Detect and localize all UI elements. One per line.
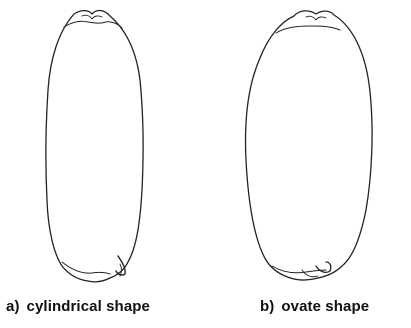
cylindrical-top-inner (82, 15, 102, 19)
ovate-shell-outline (246, 11, 373, 280)
caption-cylindrical: a) cylindrical shape (6, 298, 150, 315)
caption-marker: a) (6, 298, 20, 315)
cylindrical-shell-drawing (0, 0, 206, 300)
panel-ovate: b) ovate shape (206, 0, 411, 328)
caption-label: cylindrical shape (27, 298, 150, 315)
ovate-shell-drawing (206, 0, 411, 300)
cylindrical-top-detail (64, 21, 122, 28)
caption-ovate: b) ovate shape (260, 298, 369, 315)
ovate-top-detail (276, 26, 340, 33)
caption-label: ovate shape (281, 298, 369, 315)
cylindrical-shell-outline (46, 10, 143, 281)
caption-marker: b) (260, 298, 274, 315)
panel-cylindrical: a) cylindrical shape (0, 0, 206, 328)
ovate-top-inner (306, 16, 326, 20)
ovate-bottom-detail (272, 266, 326, 273)
cylindrical-bottom-detail (62, 262, 110, 274)
